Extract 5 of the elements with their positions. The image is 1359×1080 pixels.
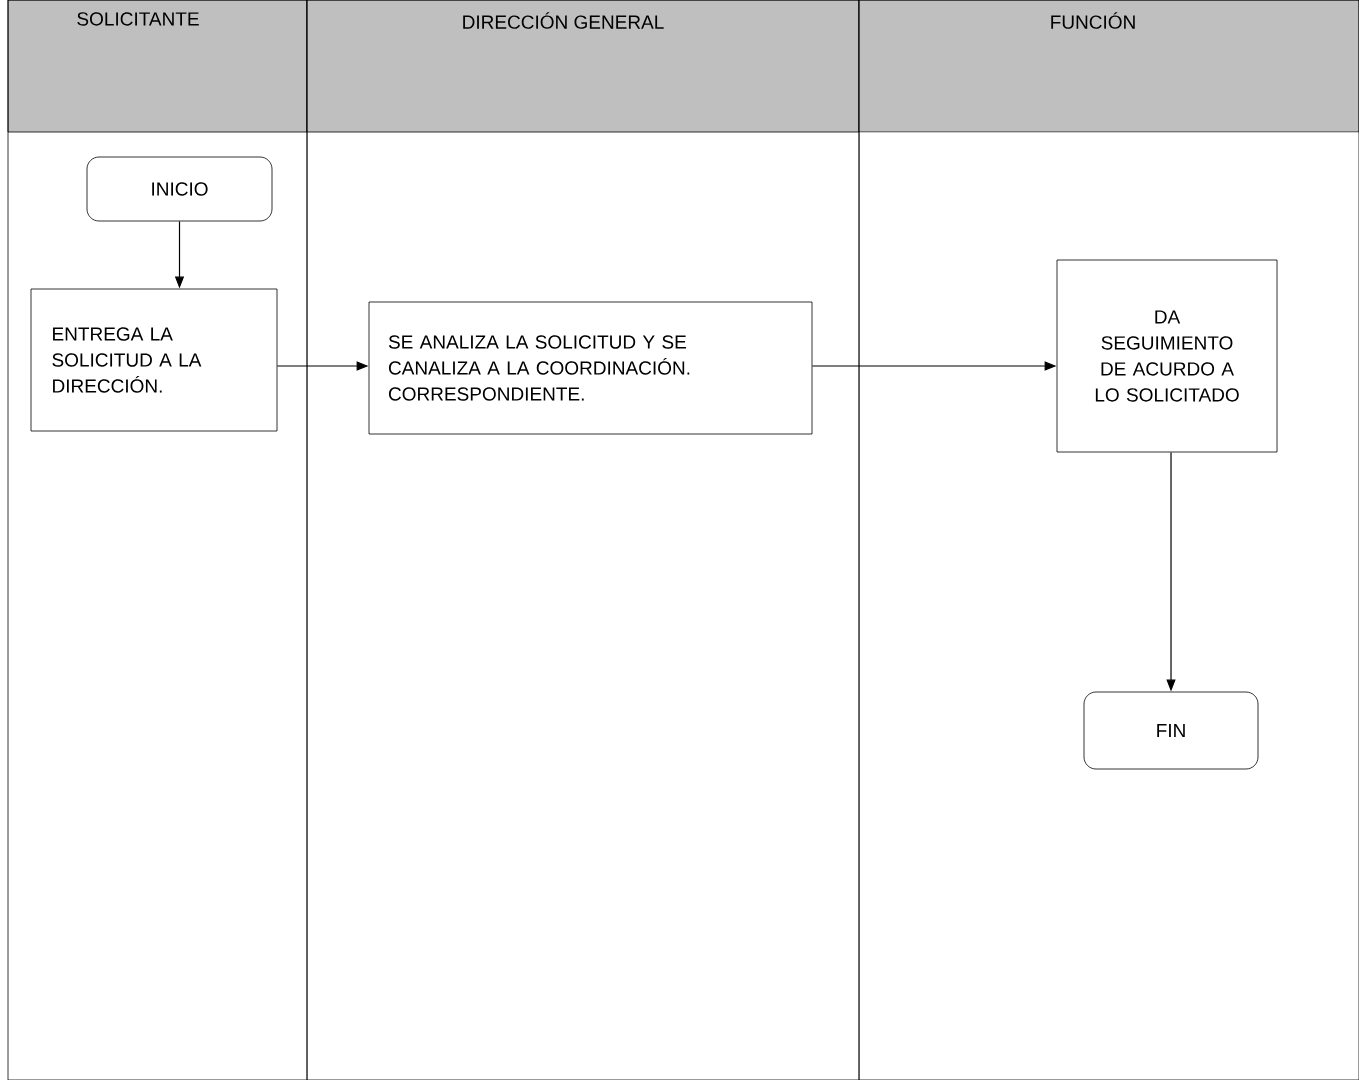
process-box: SE ANALIZA LA SOLICITUD Y SE CANALIZA A LA COORDINACIÓN. CORRESPONDIENTE.: [368, 301, 813, 435]
terminator-box: FIN: [1083, 691, 1259, 770]
process-box: DA SEGUIMIENTO DE ACURDO A LO SOLICITADO: [1056, 259, 1278, 453]
process-box: ENTREGA LA SOLICITUD A LA DIRECCIÓN.: [30, 288, 278, 432]
terminator-box: INICIO: [86, 156, 273, 222]
